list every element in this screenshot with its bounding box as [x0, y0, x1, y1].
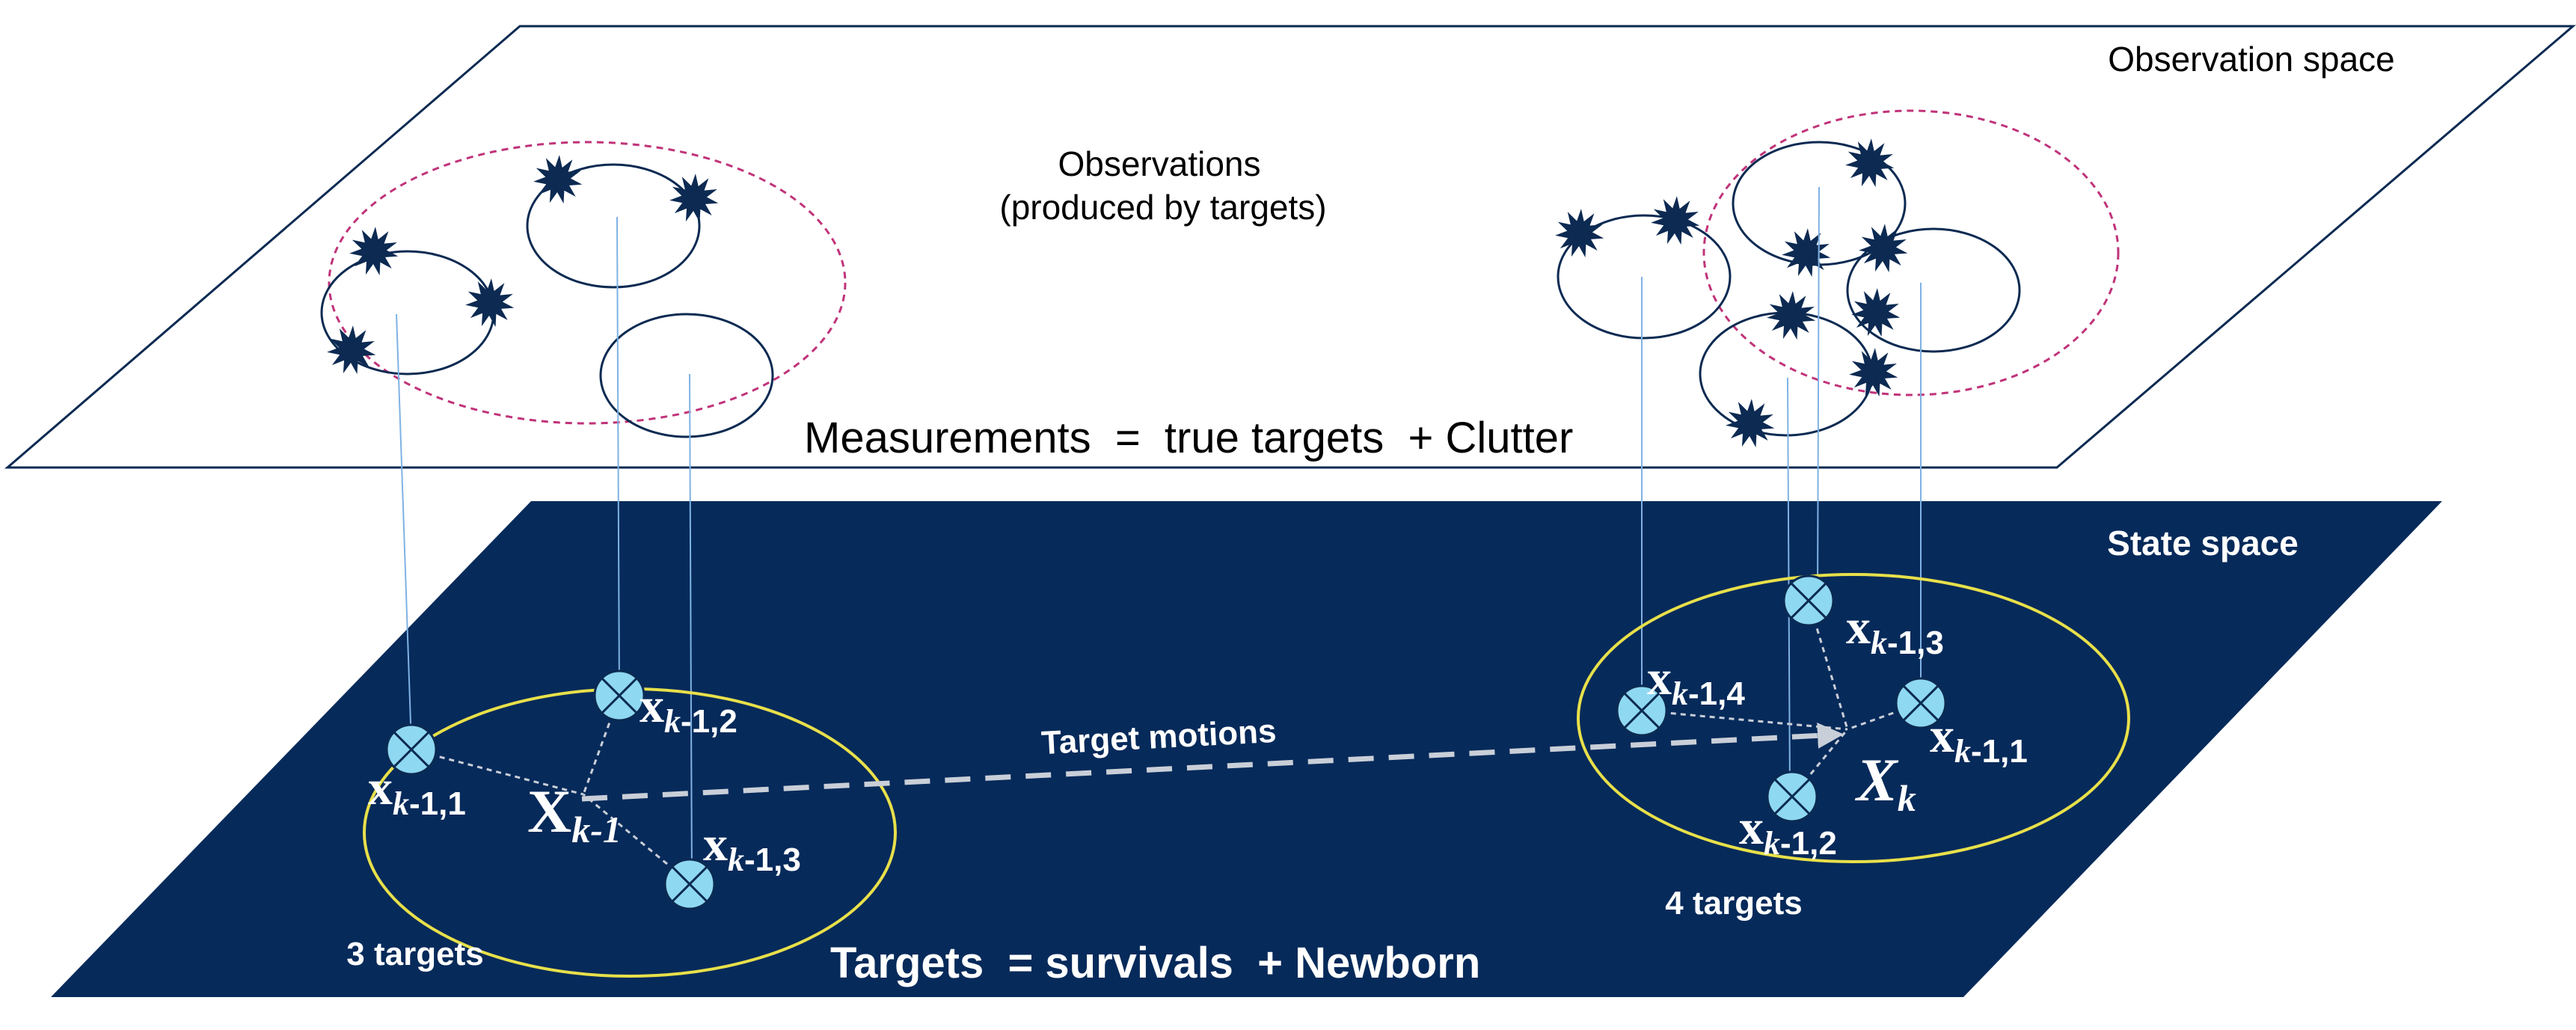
target-icon [1782, 574, 1835, 627]
target-icon [593, 669, 645, 722]
observation-circle [599, 313, 774, 438]
observation-plane [4, 25, 2576, 469]
measurements-equation: Measurements = true targets + Clutter [804, 414, 1573, 462]
star-icon [1849, 348, 1898, 397]
targets-equation: Targets = survivals + Newborn [830, 939, 1480, 987]
observation-stars [327, 138, 1908, 448]
left-set-label: Xk-1 [527, 777, 622, 850]
star-icon [1767, 291, 1816, 340]
target-icon [1895, 677, 1947, 729]
star-icon [327, 325, 376, 375]
right-targets [1616, 574, 1947, 823]
star-icon [349, 227, 399, 276]
left-clutter-ellipse [328, 141, 847, 425]
right-label-x1: xk-1,1 [1930, 708, 2028, 770]
target-motion-arrow [581, 722, 1844, 802]
right-label-x3: xk-1,3 [1846, 600, 1944, 661]
target-icon [663, 858, 716, 910]
target-icon [385, 723, 438, 776]
star-icon [1851, 288, 1901, 337]
right-target-count: 4 targets [1665, 885, 1802, 922]
state-plane [51, 501, 2442, 997]
observation-circle [1846, 227, 2021, 353]
target-icon [1766, 770, 1818, 823]
observation-space-title: Observation space [2108, 40, 2395, 79]
left-label-x3: xk-1,3 [703, 817, 801, 878]
observation-circle [526, 163, 701, 289]
star-icon [1859, 224, 1908, 273]
star-icon [533, 155, 583, 204]
right-set-label: Xk [1854, 746, 1916, 819]
projection-lines [396, 186, 1922, 883]
observation-circle [1557, 214, 1732, 340]
observations-label-line1: Observations [1058, 144, 1260, 183]
left-label-x1: xk-1,1 [368, 761, 466, 822]
left-target-count: 3 targets [346, 936, 483, 972]
left-targets [385, 669, 716, 910]
right-clutter-ellipse [1702, 109, 2120, 396]
star-icon [1651, 196, 1700, 245]
star-icon [1726, 399, 1775, 448]
star-icon [1555, 209, 1604, 258]
target-icon [1616, 684, 1668, 737]
left-label-x2: xk-1,2 [640, 678, 737, 740]
right-label-x2: xk-1,2 [1739, 800, 1837, 862]
right-label-x4: xk-1,4 [1647, 651, 1745, 712]
star-icon [1845, 138, 1895, 188]
star-icon [465, 278, 515, 328]
state-space-title: State space [2107, 524, 2299, 562]
observations-label-line2: (produced by targets) [999, 188, 1326, 227]
right-target-set-ellipse [1577, 573, 2130, 863]
star-icon [669, 174, 719, 223]
